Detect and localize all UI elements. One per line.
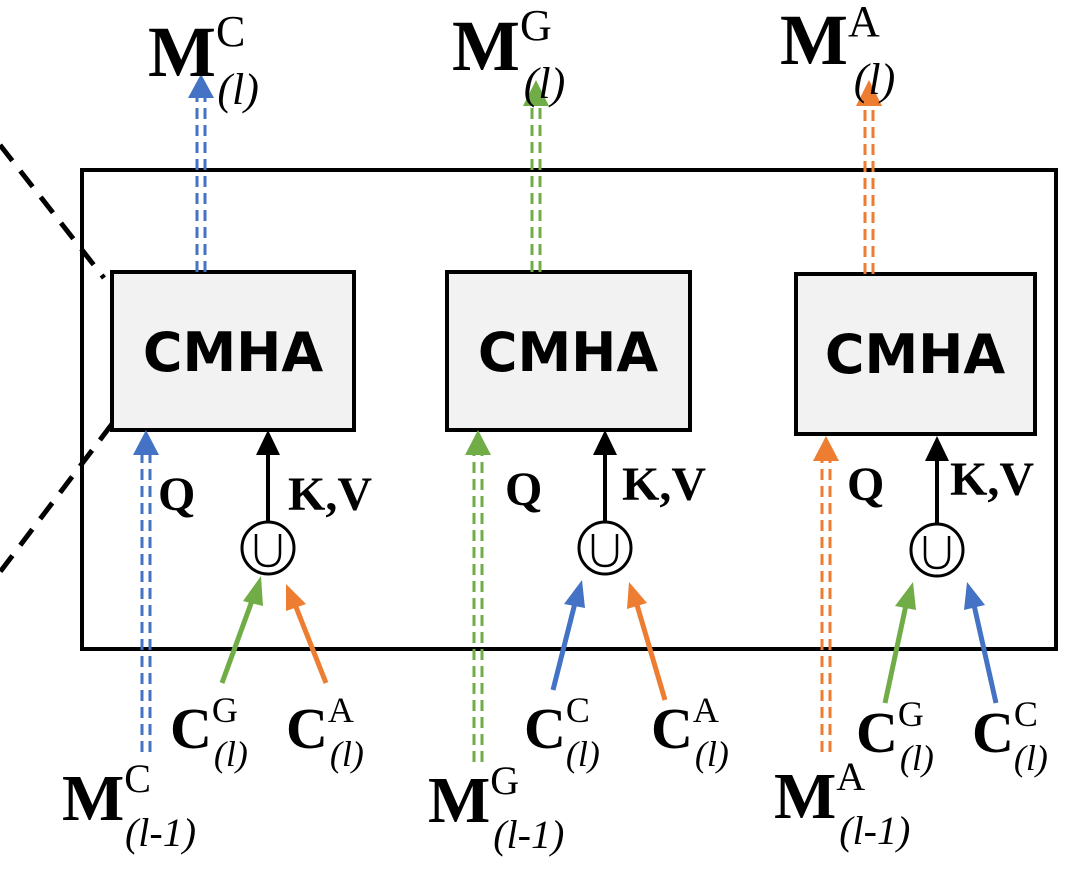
label-base: M bbox=[62, 762, 124, 835]
context-label-left-1: CG (l) bbox=[170, 690, 248, 774]
zoom-guide-line-bottom bbox=[0, 422, 114, 574]
cmha-block-3: CMHA bbox=[794, 272, 1037, 436]
context-arrow-activity-2 bbox=[627, 582, 668, 701]
union-circle-icon bbox=[909, 522, 965, 578]
context-label-right-3: CC(l) bbox=[972, 694, 1048, 778]
label-sup: A bbox=[848, 0, 880, 46]
label-base: C bbox=[651, 696, 693, 761]
label-sub: (l) bbox=[330, 734, 364, 774]
label-base: M bbox=[452, 6, 520, 86]
output-arrow-glucose bbox=[530, 104, 542, 272]
output-label-2: MG (l) bbox=[452, 1, 565, 108]
query-arrowhead-glucose bbox=[465, 430, 491, 455]
kv-arrow-3 bbox=[925, 436, 949, 524]
kv-label: K,V bbox=[950, 453, 1034, 506]
context-label-right-1: CA (l) bbox=[286, 690, 364, 774]
cmha-box bbox=[445, 270, 692, 432]
label-base: C bbox=[972, 700, 1014, 765]
query-arrow-glucose bbox=[472, 452, 484, 762]
cmha-label: CMHA bbox=[825, 323, 1006, 386]
query-arrow-chemistry bbox=[140, 452, 152, 752]
output-arrow-chemistry bbox=[195, 96, 207, 272]
label-sub: (l) bbox=[524, 59, 566, 108]
label-sub: (l) bbox=[1014, 738, 1048, 778]
label-sub: (l) bbox=[854, 55, 896, 104]
query-arrow-activity bbox=[820, 458, 832, 752]
label-base: C bbox=[286, 696, 328, 761]
context-arrow-activity-1 bbox=[286, 584, 329, 684]
context-label-right-2: CA (l) bbox=[651, 690, 729, 774]
input-label-3: MA (l-1) bbox=[774, 754, 910, 853]
label-sub: (l) bbox=[214, 734, 248, 774]
kv-arrow-2 bbox=[593, 430, 617, 522]
union-circle-icon bbox=[240, 520, 296, 576]
label-base: C bbox=[524, 696, 566, 761]
kv-label: K,V bbox=[622, 458, 706, 511]
input-label-1: MC (l-1) bbox=[62, 756, 196, 855]
label-sup: C bbox=[1014, 694, 1038, 734]
output-label-3: MA (l) bbox=[780, 0, 895, 104]
query-label: Q bbox=[847, 458, 884, 511]
cmha-label: CMHA bbox=[143, 321, 324, 384]
label-sup: A bbox=[693, 690, 719, 730]
label-base: M bbox=[780, 0, 848, 80]
label-sup: A bbox=[328, 690, 354, 730]
label-sup: C bbox=[566, 690, 590, 730]
label-sup: C bbox=[216, 7, 245, 56]
context-arrow-glucose-3 bbox=[882, 582, 916, 704]
label-sup: A bbox=[836, 754, 865, 799]
context-label-left-2: CC(l) bbox=[524, 690, 600, 774]
label-sup: G bbox=[212, 690, 238, 730]
query-arrowhead-chemistry bbox=[133, 430, 159, 455]
cmha-label: CMHA bbox=[478, 321, 659, 384]
output-arrow-activity bbox=[863, 104, 875, 274]
output-arrowhead-chemistry bbox=[188, 74, 214, 98]
label-base: M bbox=[148, 12, 216, 92]
label-sub: (l) bbox=[695, 734, 729, 774]
context-label-left-3: CG (l) bbox=[856, 694, 934, 778]
cmha-box bbox=[110, 270, 356, 432]
query-arrowhead-activity bbox=[813, 436, 839, 461]
label-sub: (l) bbox=[217, 65, 259, 114]
label-sub: (l) bbox=[566, 734, 600, 774]
label-sub: (l-1) bbox=[125, 810, 196, 855]
label-sup: G bbox=[520, 1, 552, 50]
cmha-block-1: CMHA bbox=[110, 270, 356, 432]
kv-arrow-1 bbox=[256, 430, 280, 522]
context-arrow-glucose-1 bbox=[219, 576, 263, 684]
output-label-1: MC (l) bbox=[148, 7, 259, 114]
label-sub: (l-1) bbox=[493, 812, 564, 857]
query-label: Q bbox=[505, 463, 542, 516]
union-circle-icon bbox=[577, 520, 633, 576]
input-label-2: MG (l-1) bbox=[428, 758, 564, 857]
output-arrowhead-glucose bbox=[523, 80, 549, 106]
label-sup: G bbox=[898, 694, 924, 734]
zoom-guide-line-top bbox=[0, 143, 106, 280]
label-sub: (l-1) bbox=[839, 808, 910, 853]
label-base: C bbox=[856, 700, 898, 765]
label-base: C bbox=[170, 696, 212, 761]
label-base: M bbox=[774, 760, 836, 833]
label-sup: C bbox=[124, 756, 151, 801]
layer-frame bbox=[80, 168, 1058, 651]
label-sup: G bbox=[490, 758, 519, 803]
kv-label: K,V bbox=[288, 468, 372, 521]
label-sub: (l) bbox=[900, 738, 934, 778]
context-arrow-chemistry-3 bbox=[964, 582, 999, 704]
context-arrow-chemistry-2 bbox=[550, 580, 585, 691]
label-base: M bbox=[428, 764, 490, 837]
query-label: Q bbox=[158, 468, 195, 521]
cmha-box bbox=[794, 272, 1037, 436]
cmha-block-2: CMHA bbox=[445, 270, 692, 432]
output-arrowhead-activity bbox=[856, 80, 882, 106]
